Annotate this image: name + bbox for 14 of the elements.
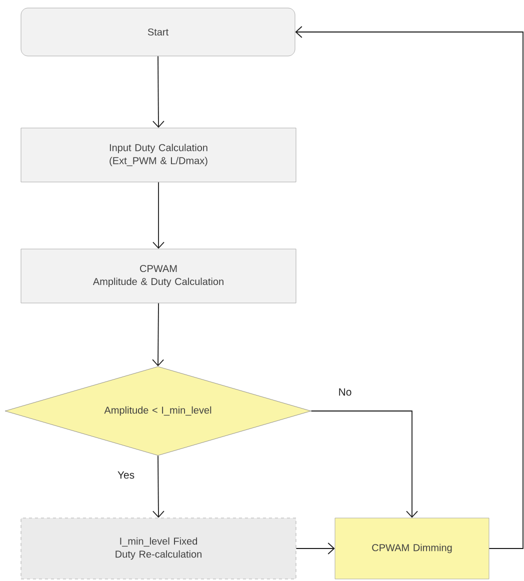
arrow (296, 542, 335, 554)
process-box: I_min_level Fixed Duty Re-calculation (20, 518, 296, 580)
arrow (310, 410, 418, 518)
arrow (152, 302, 164, 366)
edge-label: Yes (116, 470, 136, 480)
arrow (152, 56, 164, 128)
arrow (295, 26, 524, 549)
arrow (152, 182, 164, 249)
edge-label: No (337, 387, 353, 397)
process-box: CPWAM Dimming (334, 518, 490, 580)
process-box: Input Duty Calculation (Ext_PWM & L/Dmax) (20, 128, 296, 182)
process-box: CPWAM Amplitude & Duty Calculation (20, 248, 296, 304)
arrow (152, 455, 164, 518)
start-box: Start (20, 8, 296, 56)
